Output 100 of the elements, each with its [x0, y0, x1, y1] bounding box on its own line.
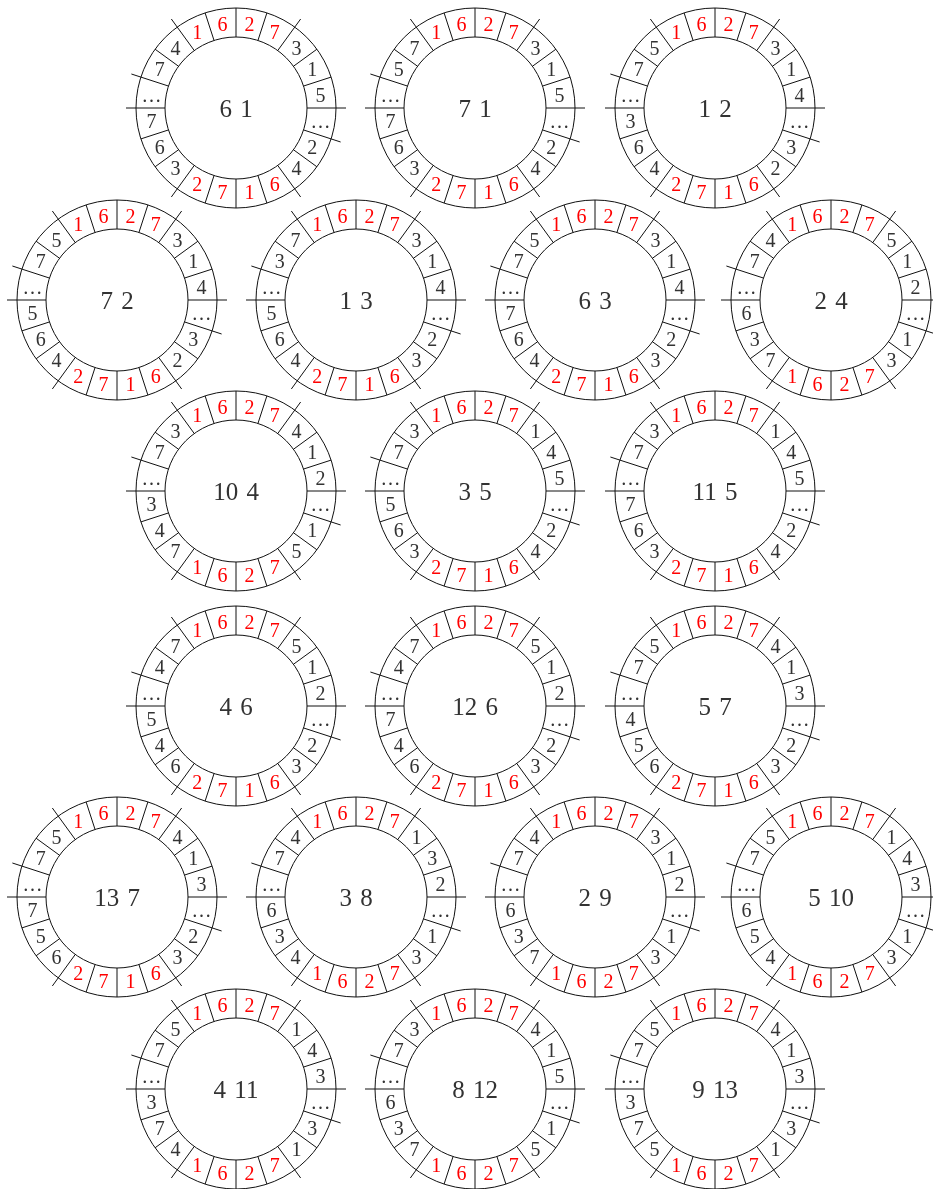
segment-number: … [905, 900, 926, 921]
segment-number: 7 [696, 182, 707, 203]
segment-number: 7 [409, 37, 420, 58]
segment-number: 1 [551, 810, 562, 831]
segment-number: 4 [530, 1018, 541, 1039]
segment-number: 6 [513, 328, 524, 349]
segment-number: 2 [786, 519, 797, 540]
segment-number: 7 [274, 848, 285, 869]
segment-number: 5 [649, 1139, 660, 1160]
segment-number: 5 [170, 1018, 181, 1039]
segment-number: 3 [649, 420, 660, 441]
segment-number: 7 [154, 442, 165, 463]
segment-number: 7 [170, 541, 181, 562]
segment-number: 6 [150, 366, 161, 387]
segment-number: 7 [35, 848, 46, 869]
segment-number: 7 [508, 404, 519, 425]
segment-number: 2 [364, 205, 375, 226]
segment-number: 2 [431, 772, 442, 793]
segment-number: 7 [508, 619, 519, 640]
ring-label: 5 7 [698, 693, 732, 719]
segment-number: 4 [794, 84, 805, 105]
segment-number: … [380, 84, 401, 105]
segment-number: 6 [696, 13, 707, 34]
segment-number: 3 [513, 925, 524, 946]
segment-number: 1 [546, 59, 557, 80]
segment-number: 3 [170, 158, 181, 179]
segment-number: 4 [393, 657, 404, 678]
segment-number: 7 [393, 1040, 404, 1061]
segment-number: 7 [748, 404, 759, 425]
segment-number: 7 [456, 780, 467, 801]
segment-number: 6 [337, 205, 348, 226]
segment-number: 6 [217, 1163, 228, 1184]
segment-number: … [310, 111, 331, 132]
segment-number: 7 [765, 350, 776, 371]
segment-number: 1 [192, 21, 203, 42]
segment-number: 5 [649, 1018, 660, 1039]
segment-number: 7 [290, 229, 301, 250]
segment-number: 1 [786, 1040, 797, 1061]
ring-label: 12 6 [452, 693, 498, 719]
segment-number: 5 [385, 494, 396, 515]
segment-number: 6 [508, 557, 519, 578]
ring-label: 1 3 [339, 287, 373, 313]
segment-number: 6 [748, 557, 759, 578]
segment-number: 4 [770, 1018, 781, 1039]
segment-number: 2 [188, 925, 199, 946]
segment-number: 7 [633, 1040, 644, 1061]
segment-number: 7 [696, 565, 707, 586]
segment-number: 5 [146, 709, 157, 730]
segment-number: 6 [696, 1163, 707, 1184]
segment-number: 7 [628, 810, 639, 831]
segment-number: 3 [409, 420, 420, 441]
segment-number: 4 [435, 276, 446, 297]
segment-number: 4 [393, 734, 404, 755]
segment-number: 5 [51, 826, 62, 847]
segment-number: 1 [73, 213, 84, 234]
segment-number: 2 [435, 873, 446, 894]
segment-number: 6 [170, 756, 181, 777]
ring-label: 6 1 [219, 95, 253, 121]
segment-number: 6 [154, 136, 165, 157]
segment-number: 5 [794, 467, 805, 488]
segment-number: 7 [576, 374, 587, 395]
segment-number: 3 [625, 111, 636, 132]
segment-number: 1 [307, 657, 318, 678]
segment-number: 2 [244, 1163, 255, 1184]
segment-number: 6 [217, 13, 228, 34]
segment-number: 6 [508, 174, 519, 195]
segment-number: 6 [98, 205, 109, 226]
ring-label: 3 5 [458, 478, 492, 504]
segment-number: 3 [170, 420, 181, 441]
segment-number: 6 [456, 1163, 467, 1184]
segment-number: 2 [603, 971, 614, 992]
segment-number: … [905, 303, 926, 324]
segment-number: 3 [307, 1117, 318, 1138]
segment-number: 7 [27, 900, 38, 921]
segment-number: 6 [217, 994, 228, 1015]
segment-number: 7 [389, 213, 400, 234]
segment-number: 7 [508, 21, 519, 42]
ring-label: 8 12 [452, 1076, 498, 1102]
segment-number: 1 [427, 925, 438, 946]
segment-number: 7 [385, 111, 396, 132]
segment-number: 2 [431, 174, 442, 195]
segment-number: 4 [786, 442, 797, 463]
segment-number: 3 [649, 541, 660, 562]
segment-number: 5 [554, 1065, 565, 1086]
segment-number: 1 [125, 374, 136, 395]
segment-number: 5 [633, 734, 644, 755]
segment-number: 6 [98, 802, 109, 823]
segment-number: 1 [192, 1002, 203, 1023]
segment-number: 2 [671, 557, 682, 578]
ring-label: 7 1 [458, 95, 492, 121]
segment-number: 1 [886, 826, 897, 847]
segment-number: 4 [765, 947, 776, 968]
segment-number: 1 [787, 810, 798, 831]
segment-number: … [549, 1092, 570, 1113]
segment-number: 6 [337, 802, 348, 823]
segment-number: … [736, 276, 757, 297]
segment-number: 5 [749, 925, 760, 946]
segment-number: 2 [172, 350, 183, 371]
segment-number: … [789, 494, 810, 515]
segment-number: 6 [576, 971, 587, 992]
